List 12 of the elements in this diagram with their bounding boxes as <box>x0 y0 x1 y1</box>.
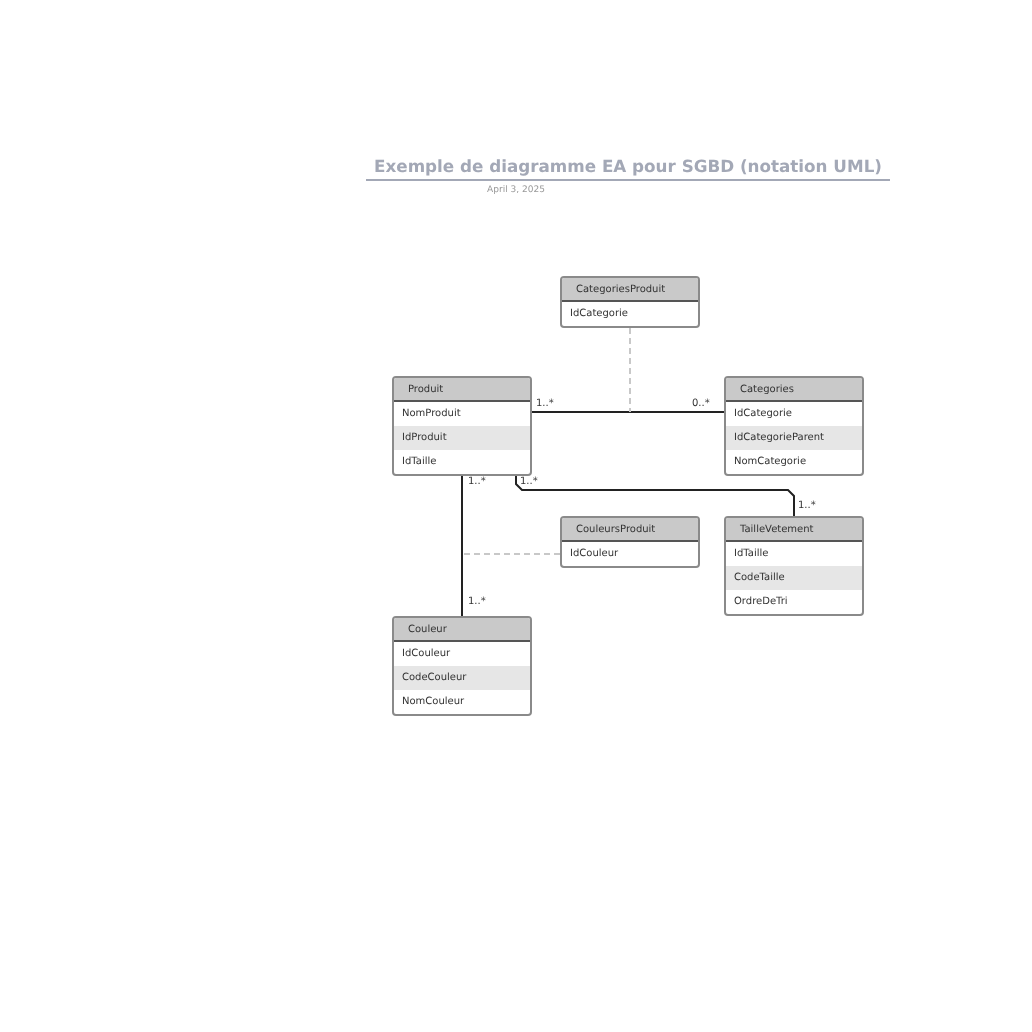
relationship-line <box>531 411 725 413</box>
entity-table <box>560 516 700 568</box>
entity-table <box>392 376 532 476</box>
entity-table <box>724 516 864 616</box>
association-link <box>629 327 631 413</box>
entity-table <box>724 376 864 476</box>
entity-table <box>560 276 700 328</box>
relationship-line <box>515 475 795 517</box>
relationship-line <box>461 475 463 617</box>
association-link <box>461 553 561 555</box>
entity-table <box>392 616 532 716</box>
diagram-title: Exemple de diagramme EA pour SGBD (notation UML) <box>372 156 884 176</box>
